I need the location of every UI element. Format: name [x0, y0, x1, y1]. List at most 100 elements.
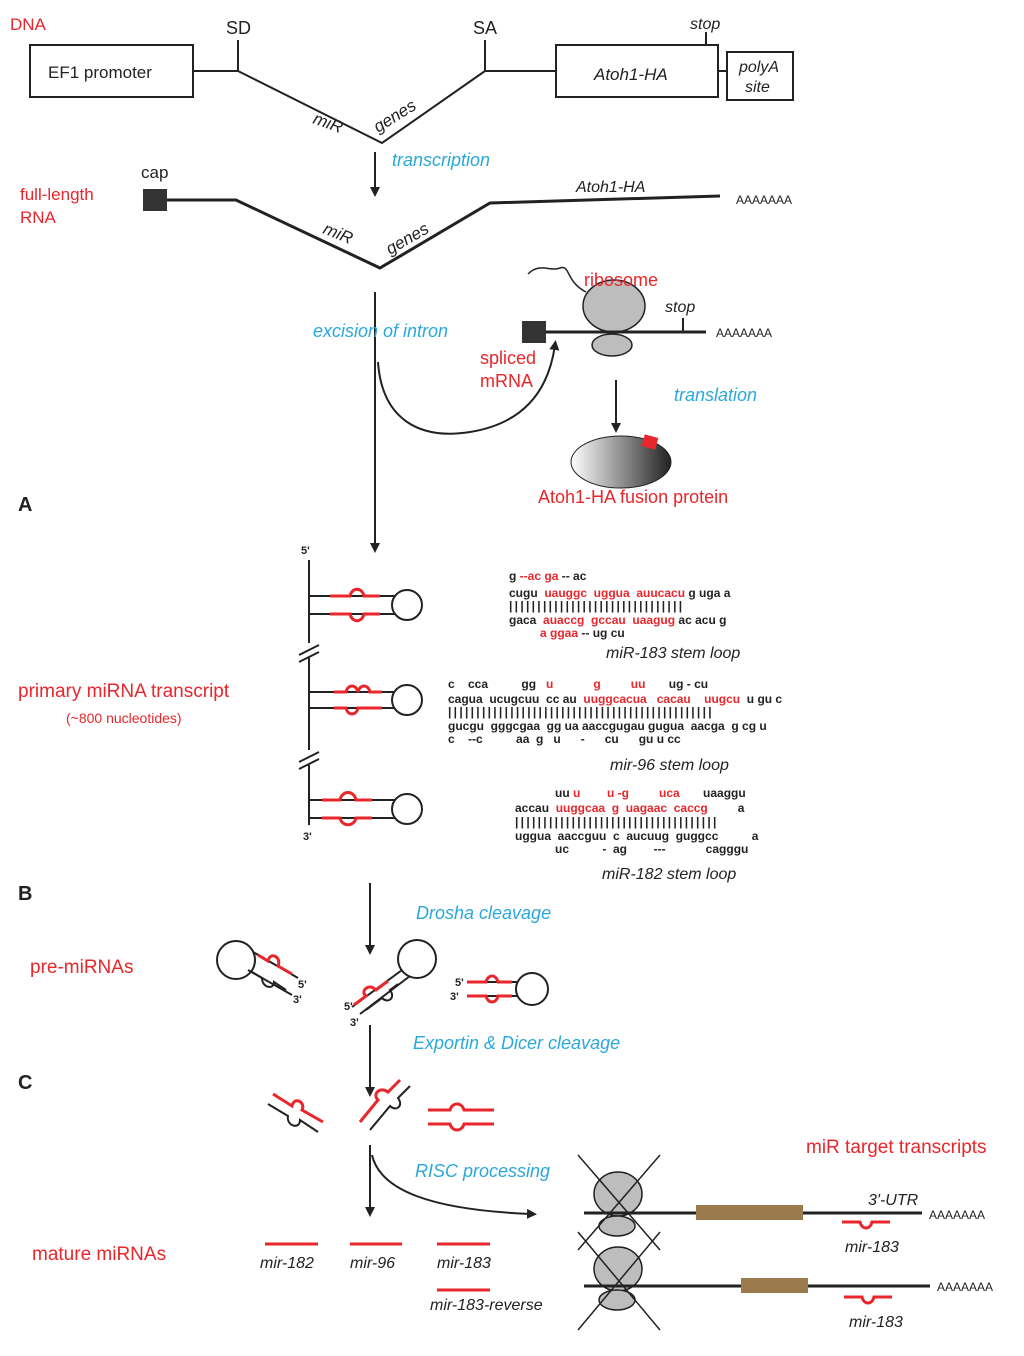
mir96-stemloop-label: mir-96 stem loop — [610, 757, 729, 774]
promoter-label: EF1 promoter — [48, 63, 152, 82]
polya-label-1: polyA — [738, 59, 779, 76]
sequence-segment: u — [543, 677, 554, 691]
sequence-segment: ug - cu — [645, 677, 708, 691]
cds-box — [696, 1205, 803, 1220]
pre3-five-prime: 5' — [455, 977, 464, 989]
sequence-segment — [647, 692, 654, 706]
mrna-polya-tail: AAAAAAA — [716, 326, 772, 340]
stemloop-mir183: g --ac ga -- ac cugu uauggc uggua auucac… — [509, 569, 740, 662]
duplex-2 — [358, 1078, 411, 1131]
mir96-row2: cagua ucugcuu cc au uuggcacua cacau uugc… — [448, 692, 782, 706]
sequence-segment: -- — [578, 626, 589, 640]
excision-label: excision of intron — [313, 321, 448, 341]
dna-label: DNA — [10, 15, 47, 34]
sequence-segment: -- — [558, 569, 569, 583]
ha-tag — [641, 434, 659, 450]
sequence-segment: a — [708, 801, 745, 815]
block-cross — [577, 1231, 661, 1331]
sequence-segment: ggaa — [547, 626, 579, 640]
fusion-protein — [570, 435, 672, 489]
mir183-pairs: ||||||||||||||||||||||||||||||| — [509, 599, 684, 613]
sequence-segment: u — [570, 786, 581, 800]
transcription-label: transcription — [392, 150, 490, 170]
dna-construct: DNA EF1 promoter SD miR genes SA Atoh1-H… — [10, 15, 794, 145]
sequence-segment: u gu c — [740, 692, 782, 706]
nascent-peptide — [527, 266, 587, 293]
break-mark — [298, 751, 320, 763]
sequence-segment: uuggcaa — [552, 801, 608, 815]
sequence-segment: c --c aa g u - cu gu u cc — [448, 732, 681, 746]
primary-five-prime: 5' — [301, 545, 310, 557]
sequence-segment: g — [590, 677, 601, 691]
sequence-segment: gucgu gggcgaa gg ua aaccgugau gugua aacg… — [448, 719, 767, 733]
target-transcript-1: 3'-UTR AAAAAAA mir-183 — [577, 1154, 985, 1256]
sequence-segment: auaccg — [540, 613, 588, 627]
risc-label: RISC processing — [415, 1161, 550, 1181]
target2-polya-tail: AAAAAAA — [937, 1280, 993, 1294]
sequence-segment: uugcu — [701, 692, 740, 706]
atoh-label: Atoh1-HA — [593, 65, 668, 84]
sequence-segment: uggua — [590, 586, 633, 600]
mir182-pairs: |||||||||||||||||||||||||||||||||||| — [515, 815, 719, 829]
translation-label: translation — [674, 385, 757, 405]
sequence-segment: uaaggu — [680, 786, 746, 800]
sequence-segment: cagua ucugcuu cc au — [448, 692, 580, 706]
polya-label-2: site — [745, 79, 770, 96]
primary-transcript-label: primary miRNA transcript — [18, 681, 230, 702]
mature-mir96-label: mir-96 — [350, 1255, 395, 1272]
break-mark — [298, 758, 320, 770]
break-mark — [298, 651, 320, 663]
target-transcript-2: AAAAAAA mir-183 — [577, 1231, 993, 1331]
cds-box — [741, 1278, 808, 1293]
mir96-row1: c cca gg u g uu ug - cu — [448, 677, 708, 691]
sequence-segment: auucacu — [633, 586, 685, 600]
rna-label-2: RNA — [20, 208, 57, 227]
sequence-segment: cugu — [509, 586, 541, 600]
target1-mir183-label: mir-183 — [845, 1239, 899, 1256]
sequence-segment: c cca gg — [448, 677, 543, 691]
hairpin-mir182 — [309, 791, 423, 827]
mir183-row5: a ggaa -- ug cu — [540, 626, 625, 640]
sequence-segment — [601, 677, 628, 691]
sequence-segment: g uga a — [685, 586, 731, 600]
rna-cap — [143, 189, 167, 211]
target2-mir183-label: mir-183 — [849, 1314, 903, 1331]
stemloop-mir182: uu u u -g uca uaaggu accau uuggcaa g uag… — [515, 786, 759, 883]
sequence-segment: ga — [541, 569, 559, 583]
sequence-segment: ac — [570, 569, 587, 583]
mrna-cap — [522, 321, 546, 343]
mature-mir182-label: mir-182 — [260, 1255, 314, 1272]
spliced-label-1: spliced — [480, 348, 536, 368]
pre-mirna-2: 5' 3' — [344, 939, 437, 1029]
pre2-three-prime: 3' — [350, 1017, 359, 1029]
ribosome-label: ribosome — [584, 270, 658, 290]
intron-v — [237, 70, 486, 145]
full-length-rna: transcription cap full-length RNA miR ge… — [20, 150, 792, 270]
sequence-segment: g — [608, 801, 622, 815]
rna-atoh-label: Atoh1-HA — [575, 179, 645, 196]
hairpin-mir183 — [309, 587, 423, 623]
panel-a-label: A — [18, 494, 32, 516]
mir182-row2: accau uuggcaa g uagaac caccg a — [515, 801, 745, 815]
mir182-stemloop-label: miR-182 stem loop — [602, 866, 736, 883]
mir183-row4: gaca auaccg gccau uaagug ac acu g — [509, 613, 726, 627]
cap-label: cap — [141, 163, 168, 182]
sequence-segment — [553, 677, 590, 691]
primary-three-prime: 3' — [303, 831, 312, 843]
mature-mir183-reverse-label: mir-183-reverse — [430, 1297, 543, 1314]
sequence-segment: u -g — [604, 786, 629, 800]
panel-b-label: B — [18, 883, 32, 905]
sequence-segment: uu — [627, 677, 645, 691]
pre-mirna-3: 5' 3' — [450, 972, 549, 1006]
panel-c-label: C — [18, 1072, 32, 1094]
drosha-label: Drosha cleavage — [416, 903, 551, 923]
sequence-segment: uu — [555, 786, 570, 800]
sequence-segment: --ac — [516, 569, 541, 583]
rna-polya-tail: AAAAAAA — [736, 193, 792, 207]
sequence-segment: a — [540, 626, 547, 640]
target-transcripts-label: miR target transcripts — [806, 1137, 987, 1158]
dna-genes-label: genes — [370, 95, 420, 136]
sequence-segment: uagaac — [622, 801, 670, 815]
sd-label: SD — [226, 18, 251, 38]
